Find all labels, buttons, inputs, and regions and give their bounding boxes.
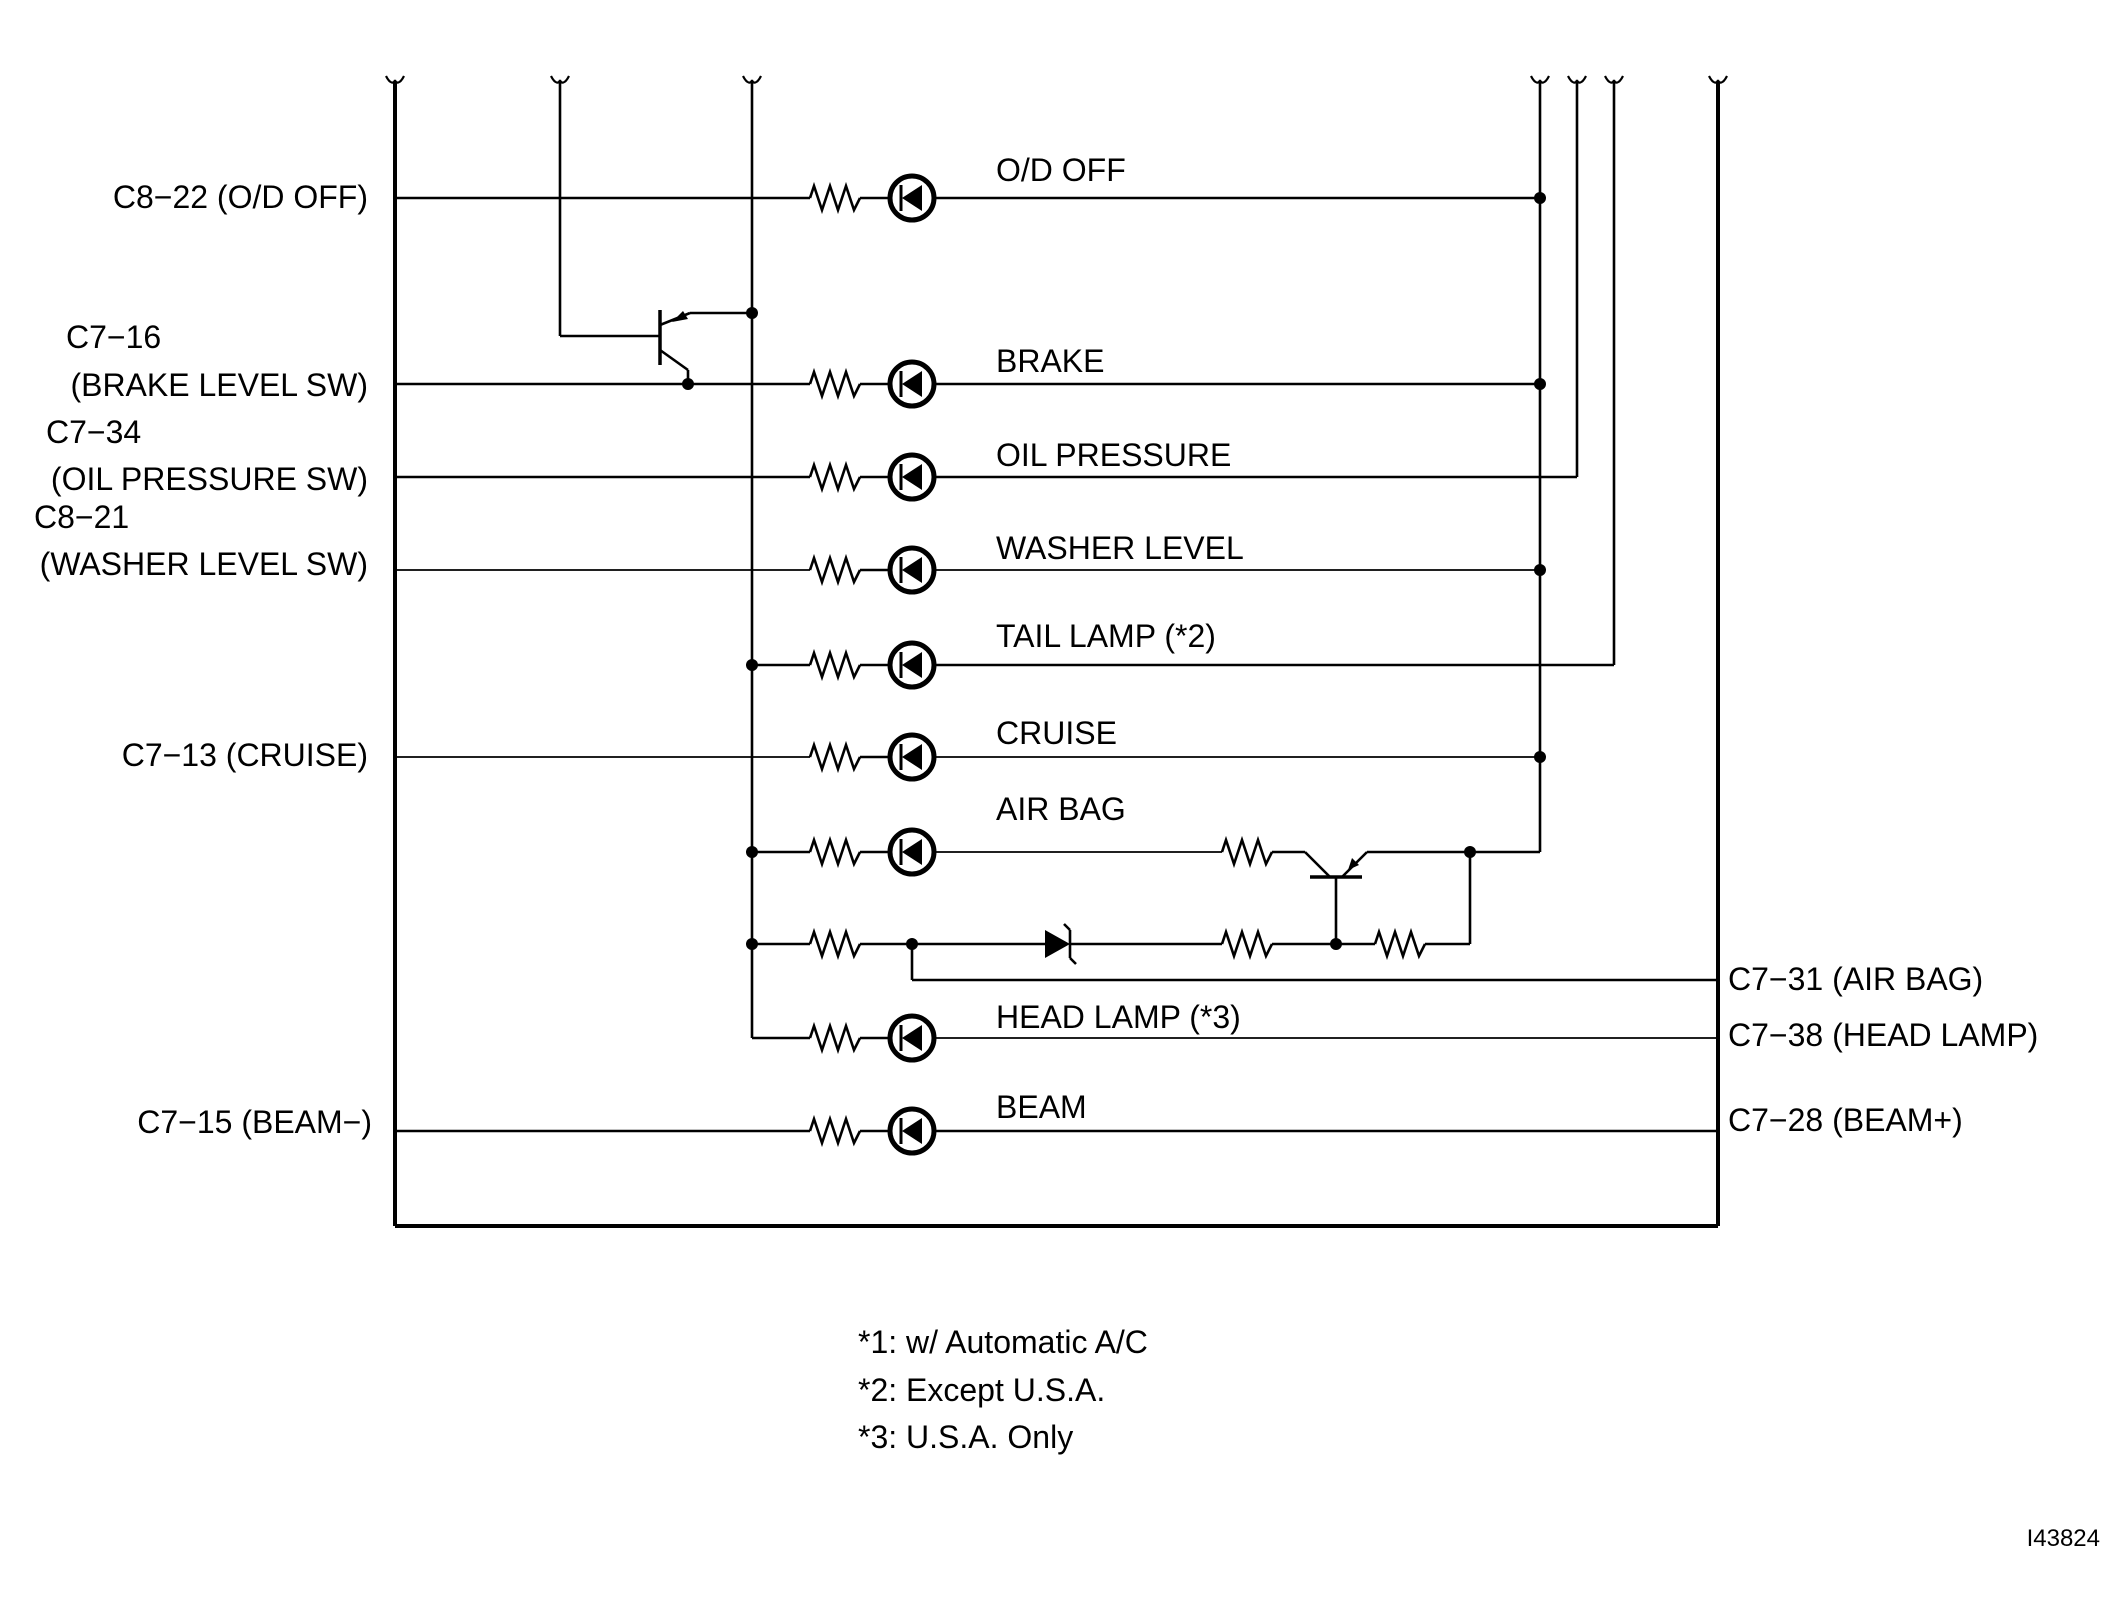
indicator-beam: BEAM — [996, 1089, 1087, 1125]
footnote-2: *2: Except U.S.A. — [858, 1372, 1105, 1408]
label-oil-switch: (OIL PRESSURE SW) — [51, 461, 368, 497]
row-brake — [395, 362, 1546, 406]
footnote-3: *3: U.S.A. Only — [858, 1419, 1073, 1455]
label-brake-terminal: C7−16 — [66, 319, 161, 355]
wire-break-marks — [384, 74, 1729, 84]
indicator-od-off: O/D OFF — [996, 152, 1126, 188]
label-oil-terminal: C7−34 — [46, 414, 141, 450]
right-terminal-labels: C7−31 (AIR BAG) C7−38 (HEAD LAMP) C7−28 … — [1728, 961, 2038, 1138]
indicator-washer-level: WASHER LEVEL — [996, 530, 1244, 566]
indicator-labels: O/D OFF BRAKE OIL PRESSURE WASHER LEVEL … — [996, 152, 1244, 1125]
label-washer-switch: (WASHER LEVEL SW) — [40, 546, 368, 582]
vertical-wires — [558, 82, 1616, 1038]
indicator-tail-lamp: TAIL LAMP (*2) — [996, 618, 1216, 654]
row-washer-level — [395, 548, 1546, 592]
frame — [393, 82, 1720, 1228]
row-od-off — [395, 176, 1546, 220]
indicator-brake: BRAKE — [996, 343, 1104, 379]
label-od-off-terminal: C8−22 (O/D OFF) — [113, 179, 368, 215]
row-tail-lamp — [746, 643, 1614, 687]
label-cruise-terminal: C7−13 (CRUISE) — [122, 737, 368, 773]
label-head-lamp-terminal: C7−38 (HEAD LAMP) — [1728, 1017, 2038, 1053]
label-beam-minus-terminal: C7−15 (BEAM−) — [137, 1104, 372, 1140]
row-airbag-driver — [746, 852, 1718, 982]
indicator-head-lamp: HEAD LAMP (*3) — [996, 999, 1241, 1035]
row-beam — [395, 1109, 1718, 1153]
row-air-bag — [746, 830, 1540, 944]
label-washer-terminal: C8−21 — [34, 499, 129, 535]
row-oil-pressure — [395, 455, 1577, 499]
label-beam-plus-terminal: C7−28 (BEAM+) — [1728, 1102, 1963, 1138]
figure-code: I43824 — [2027, 1525, 2100, 1552]
left-terminal-labels: C8−22 (O/D OFF) C7−16 (BRAKE LEVEL SW) C… — [34, 179, 372, 1140]
indicator-cruise: CRUISE — [996, 715, 1117, 751]
indicator-air-bag: AIR BAG — [996, 791, 1126, 827]
brake-transistor — [560, 307, 758, 384]
indicator-oil-pressure: OIL PRESSURE — [996, 437, 1231, 473]
footnotes: *1: w/ Automatic A/C *2: Except U.S.A. *… — [858, 1324, 1148, 1455]
label-airbag-terminal: C7−31 (AIR BAG) — [1728, 961, 1983, 997]
row-head-lamp — [752, 1016, 1718, 1060]
label-brake-switch: (BRAKE LEVEL SW) — [70, 367, 368, 403]
footnote-1: *1: w/ Automatic A/C — [858, 1324, 1148, 1360]
row-cruise — [395, 735, 1546, 779]
